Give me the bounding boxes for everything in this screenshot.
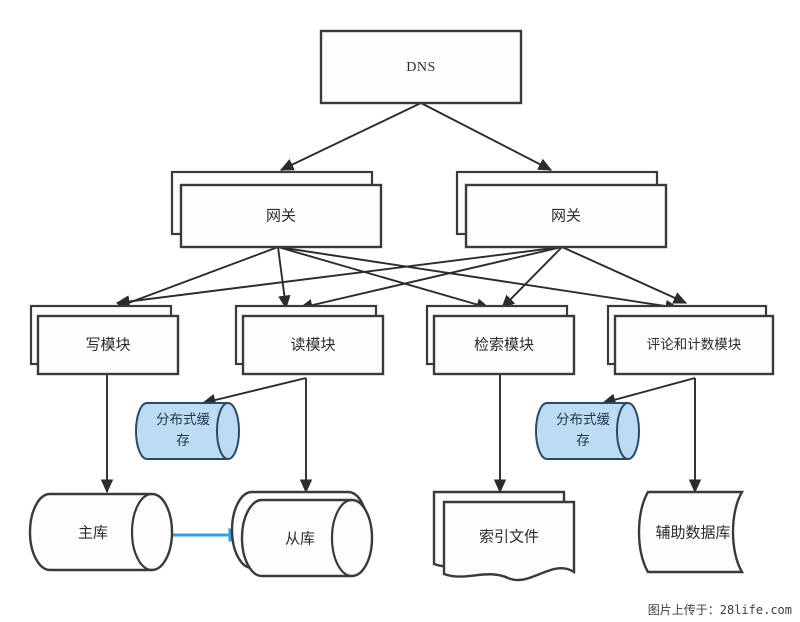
node-cache-left-label-line2: 存 <box>176 433 190 448</box>
node-cache-right-label-line2: 存 <box>576 433 590 448</box>
node-comment-count-module[interactable]: 评论和计数模块 <box>606 304 775 376</box>
node-gateway-left[interactable]: 网关 <box>170 170 383 249</box>
node-write-module-label: 写模块 <box>85 336 130 353</box>
edge-gateway-right-to-write-module <box>115 246 563 308</box>
node-gateway-right[interactable]: 网关 <box>455 170 668 249</box>
node-gateway-left-label: 网关 <box>266 207 296 224</box>
node-read-module-label: 读模块 <box>290 336 335 353</box>
edge-dns-to-gateway-right <box>420 102 553 171</box>
edge-gateway-left-to-search-module <box>277 246 491 311</box>
node-master-db[interactable]: 主库 <box>28 492 174 572</box>
node-gateway-right-label: 网关 <box>551 207 581 224</box>
edge-gateway-left-to-read-module <box>277 246 291 310</box>
node-search-module-label: 检索模块 <box>474 336 534 353</box>
edge-gateway-left-to-write-module <box>113 246 279 310</box>
node-cache-left[interactable]: 分布式缓 存 <box>135 402 240 460</box>
node-slave-db[interactable]: 从库 <box>230 490 374 578</box>
node-auxiliary-db-label: 辅助数据库 <box>655 524 730 541</box>
node-master-db-label: 主库 <box>78 524 108 541</box>
node-cache-left-label-line1: 分布式缓 <box>156 412 210 427</box>
node-read-module[interactable]: 读模块 <box>234 304 385 376</box>
edge-gateway-right-to-read-module <box>298 246 563 312</box>
node-slave-db-label: 从库 <box>285 530 315 547</box>
node-dns-label: DNS <box>406 60 436 75</box>
edge-dns-to-gateway-left <box>279 102 422 171</box>
edge-gateway-right-to-comment-count-module <box>561 246 688 304</box>
edge-gateway-right-to-search-module <box>501 246 563 309</box>
node-search-module[interactable]: 检索模块 <box>425 304 576 376</box>
node-auxiliary-db[interactable]: 辅助数据库 <box>637 490 745 574</box>
edge-gateway-left-to-comment-count-module <box>277 246 680 313</box>
node-index-file-label: 索引文件 <box>479 528 539 545</box>
node-write-module[interactable]: 写模块 <box>29 304 180 376</box>
node-dns[interactable]: DNS <box>319 29 523 105</box>
node-cache-right[interactable]: 分布式缓 存 <box>535 402 640 460</box>
edge-layer <box>100 102 702 543</box>
watermark-text: 图片上传于：28life.com <box>647 603 792 617</box>
edge-comment-count-module-to-cache-right <box>601 377 696 406</box>
node-index-file[interactable]: 索引文件 <box>432 490 576 582</box>
edge-read-module-to-cache-left <box>201 377 307 407</box>
node-cache-right-label-line1: 分布式缓 <box>556 412 610 427</box>
node-comment-count-module-label: 评论和计数模块 <box>647 337 742 352</box>
